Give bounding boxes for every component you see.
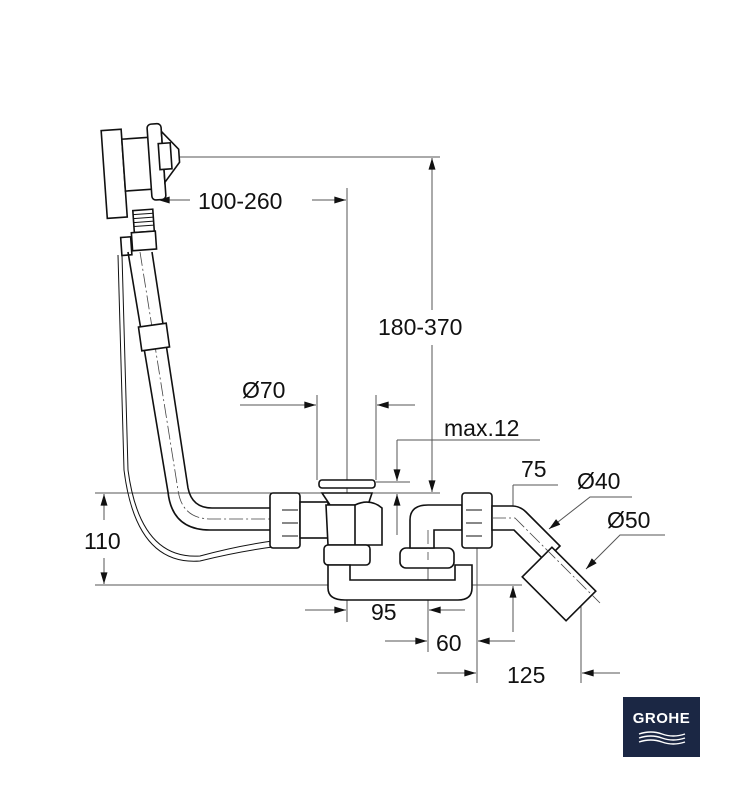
label-overflow-reach: 100-260: [198, 188, 282, 214]
overflow-pipe: [117, 251, 345, 562]
logo-wordmark: GROHE: [632, 710, 691, 727]
label-drain-to-trap: 95: [371, 599, 397, 625]
label-plug-rise: max.12: [444, 415, 519, 441]
label-outlet-length: 75: [521, 456, 547, 482]
drain-assembly: [269, 479, 601, 622]
label-pipe-diameter-40: Ø40: [577, 468, 620, 494]
label-outlet-offset: 125: [507, 662, 545, 688]
dimension-labels: 100-260 180-370 Ø70 max.12 110 75 Ø40 Ø5…: [84, 188, 650, 688]
grohe-logo: GROHE: [623, 697, 700, 757]
label-trap-to-outlet: 60: [436, 630, 462, 656]
label-height: 110: [84, 528, 121, 554]
label-overflow-height: 180-370: [378, 314, 462, 340]
dimension-arrows: [100, 158, 665, 677]
overflow-head: [100, 122, 181, 257]
label-pipe-diameter-50: Ø50: [607, 507, 650, 533]
water-waves-icon: [638, 731, 686, 745]
label-plug-diameter: Ø70: [242, 377, 285, 403]
